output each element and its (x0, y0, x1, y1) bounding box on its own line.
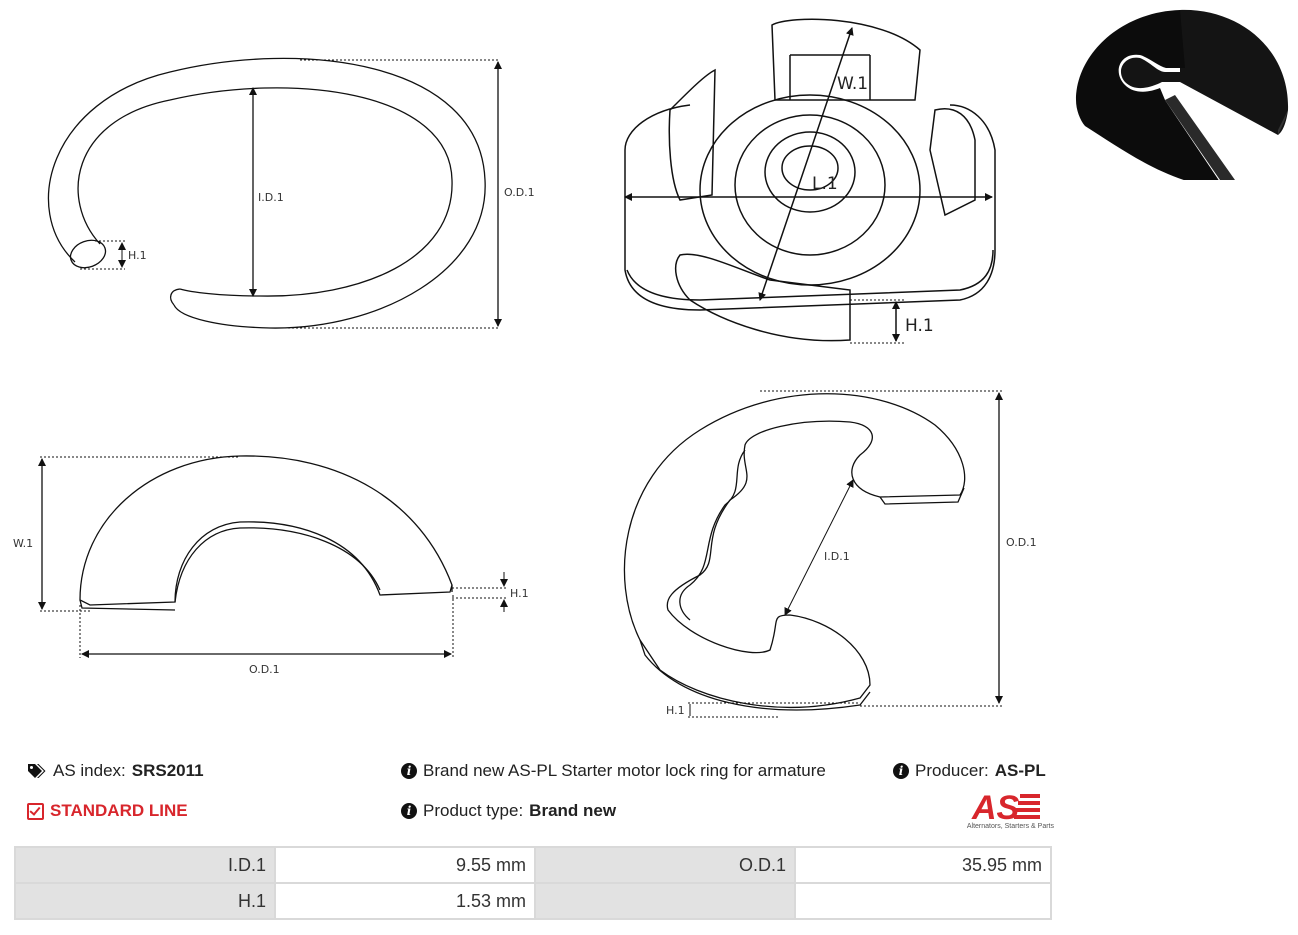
as-index-value: SRS2011 (131, 761, 204, 780)
check-square-icon (27, 802, 44, 820)
info-icon: i (893, 763, 909, 779)
param-label (534, 882, 796, 920)
technical-drawings: I.D.1 O.D.1 H.1 W.1 L.1 H.1 (13, 9, 1289, 718)
arc-drawing (38, 455, 508, 658)
arc-od-label: O.D.1 (249, 663, 280, 676)
clip-w-label: W.1 (837, 74, 868, 94)
arc-h-label: H.1 (510, 587, 529, 600)
param-label: O.D.1 (534, 846, 796, 884)
description-row: i Brand new AS-PL Starter motor lock rin… (401, 761, 826, 781)
as-logo-mark: AS (971, 789, 1040, 827)
as-pl-logo: AS Alternators, Starters & Parts (952, 789, 1054, 834)
line-badge: STANDARD LINE (27, 801, 188, 821)
param-label: H.1 (14, 882, 276, 920)
producer-value: AS-PL (994, 761, 1046, 780)
product-type-value: Brand new (529, 801, 617, 820)
param-value: 1.53 mm (274, 882, 536, 920)
line-label: STANDARD LINE (50, 801, 188, 820)
ring-h-label: H.1 (128, 249, 147, 262)
param-label: I.D.1 (14, 846, 276, 884)
as-index-label: AS index: (53, 761, 126, 780)
ring-id-label: I.D.1 (258, 191, 284, 204)
param-value: 35.95 mm (794, 846, 1052, 884)
product-type-label: Product type: (423, 801, 524, 820)
param-value: 9.55 mm (274, 846, 536, 884)
svg-text:AS: AS (971, 790, 1020, 822)
ering-id-label: I.D.1 (824, 550, 850, 563)
description-text: Brand new AS-PL Starter motor lock ring … (423, 761, 826, 780)
product-type-row: i Product type: Brand new (401, 801, 616, 821)
producer-label: Producer: (915, 761, 989, 780)
ering-h-label: H.1 (666, 704, 685, 717)
tags-icon (28, 764, 46, 778)
ring-drawing (47, 57, 502, 329)
clip-h-label: H.1 (905, 316, 934, 336)
ring-od-label: O.D.1 (504, 186, 535, 199)
logo-tagline: Alternators, Starters & Parts (966, 823, 1054, 830)
table-row: H.1 1.53 mm (14, 882, 1052, 920)
arc-w-label: W.1 (13, 537, 33, 550)
clip-l-label: L.1 (812, 174, 838, 194)
info-icon: i (401, 763, 417, 779)
product-photo (1076, 9, 1289, 180)
info-icon: i (401, 803, 417, 819)
ering-od-label: O.D.1 (1006, 536, 1037, 549)
producer-row: i Producer: AS-PL (893, 761, 1046, 781)
parameters-table: I.D.1 9.55 mm O.D.1 35.95 mm H.1 1.53 mm (14, 846, 1052, 920)
clip-drawing (624, 18, 996, 344)
param-value (794, 882, 1052, 920)
table-row: I.D.1 9.55 mm O.D.1 35.95 mm (14, 846, 1052, 884)
as-index-row: AS index: SRS2011 (27, 761, 204, 781)
ering-drawing (623, 390, 1003, 718)
